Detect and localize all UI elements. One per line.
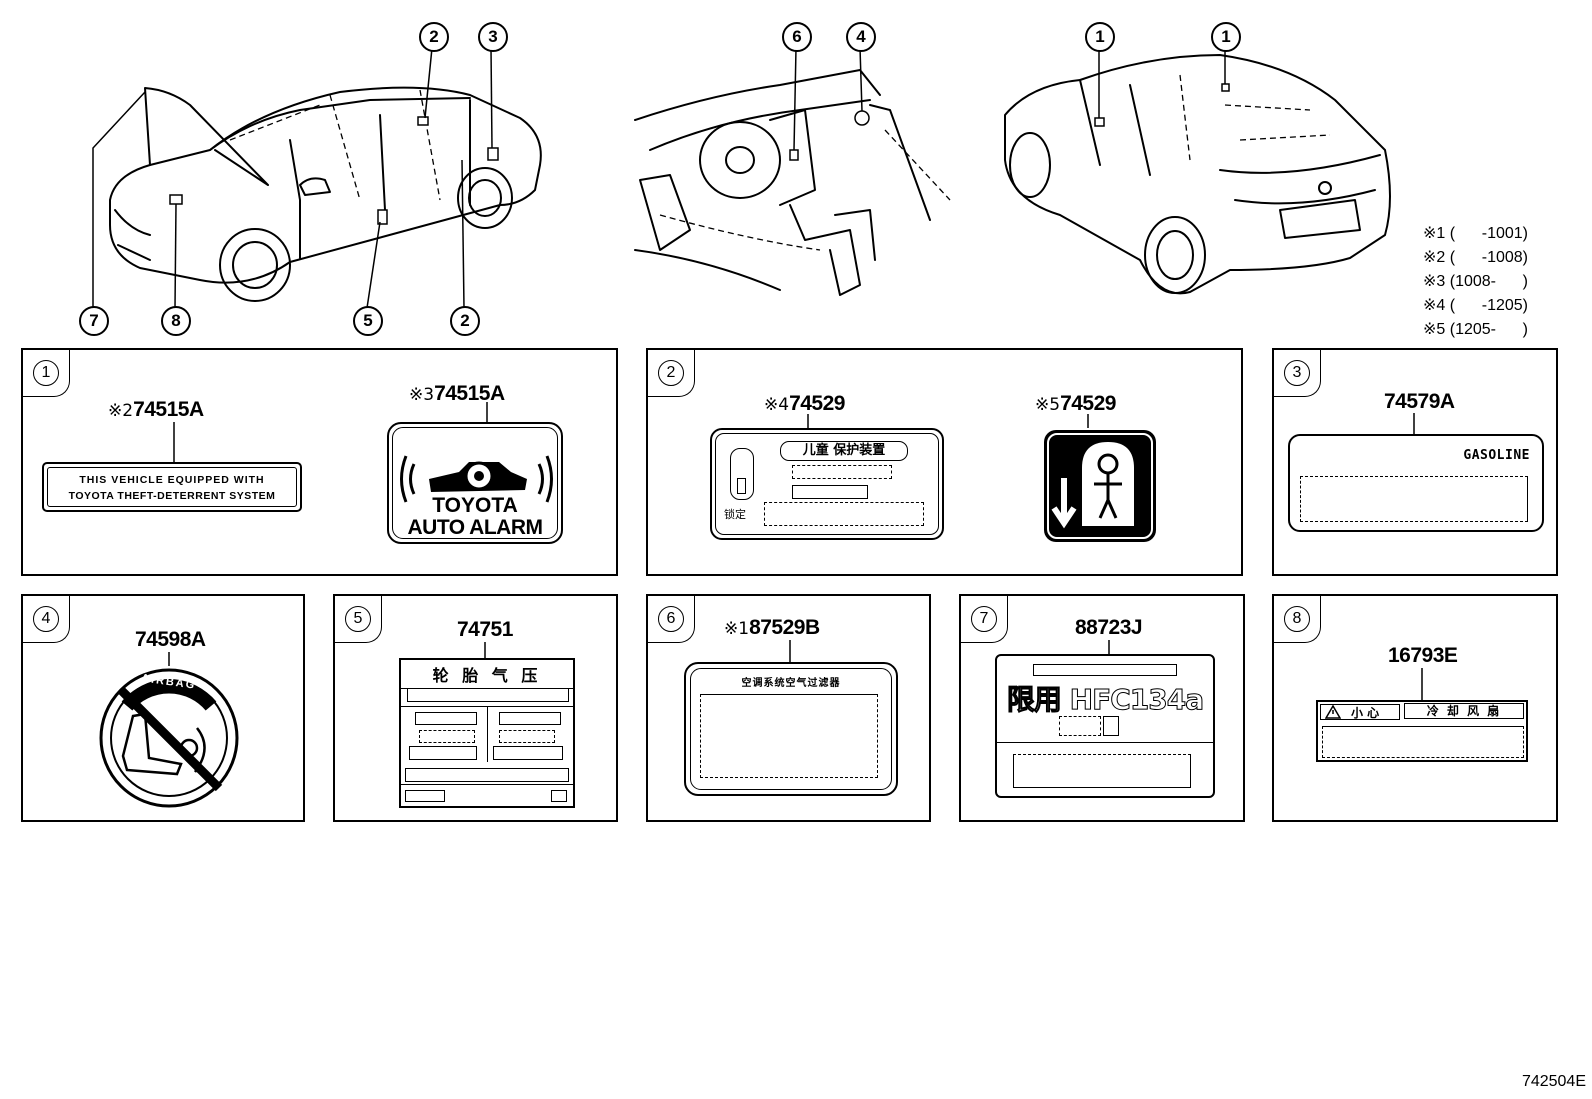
- rear-car-illustration: [1004, 48, 1391, 295]
- legend-line-1: ※1 ( -1001): [1423, 225, 1528, 242]
- panel-7-refrigerant-label: 7 88723J 限用 HFC134a: [959, 594, 1245, 822]
- caution-text: 小 心: [1351, 706, 1380, 720]
- tire-pressure-plate: 轮 胎 气 压: [399, 658, 575, 808]
- interior-illustration: [634, 47, 951, 296]
- legend-line-4: ※4 ( -1205): [1423, 297, 1528, 314]
- cooling-fan-plate: 小 心 冷 却 风 扇: [1316, 700, 1528, 762]
- legend-line-2: ※2 ( -1008): [1423, 249, 1528, 266]
- panel-8-cooling-fan-label: 8 16793E 小 心 冷 却 风 扇: [1272, 594, 1558, 822]
- callout-1-top-a: 1: [1085, 22, 1115, 52]
- refrigerant-text: 限用 HFC134a: [1006, 683, 1204, 717]
- warning-triangle-icon: [1325, 705, 1341, 719]
- front-car-illustration: [92, 47, 542, 309]
- panel-5-number: 5: [345, 606, 371, 632]
- alarm-line-1: TOYOTA: [432, 494, 518, 517]
- panel-5-part-number: 74751: [457, 618, 513, 641]
- plate-line-2: TOYOTA THEFT-DETERRENT SYSTEM: [68, 490, 276, 502]
- auto-alarm-label: TOYOTA AUTO ALARM: [387, 422, 563, 544]
- callout-8-bottom: 8: [161, 306, 191, 336]
- panel-2-left-part-number: 74529: [789, 392, 845, 415]
- panel-5-tire-pressure-label: 5 74751 轮 胎 气 压: [333, 594, 618, 822]
- callout-6-top: 6: [782, 22, 812, 52]
- panel-6-number: 6: [658, 606, 684, 632]
- alarm-line-2: AUTO ALARM: [407, 516, 544, 539]
- panel-7-part-number: 88723J: [1075, 616, 1143, 639]
- callout-1-top-b: 1: [1211, 22, 1241, 52]
- panel-8-number: 8: [1284, 606, 1310, 632]
- child-lock-tag: 儿童 保护装置 锁定: [710, 428, 944, 540]
- tire-pressure-title: 轮 胎 气 压: [401, 662, 573, 689]
- panel-4-part-number: 74598A: [135, 628, 206, 651]
- refrigerant-plate: 限用 HFC134a: [995, 654, 1215, 798]
- panel-6-ac-filter-label: 6 ※187529B 空调系统空气过滤器: [646, 594, 931, 822]
- callout-2-bottom: 2: [450, 306, 480, 336]
- legend-line-5: ※5 (1205- ): [1423, 321, 1528, 338]
- fuel-type-plate: GASOLINE: [1288, 434, 1544, 532]
- ac-filter-plate: 空调系统空气过滤器: [684, 662, 898, 796]
- child-lock-pictogram: [1044, 430, 1156, 542]
- panel-8-part-number: 16793E: [1388, 644, 1458, 667]
- panel-2-number: 2: [658, 360, 684, 386]
- panel-6-part-number: 87529B: [749, 616, 820, 639]
- panel-6-mark: ※1: [724, 619, 750, 639]
- date-legend: ※1 ( -1001) ※2 ( -1008) ※3 (1008- ) ※4 (…: [1423, 222, 1528, 342]
- panel-3-fuel-label: 3 74579A GASOLINE: [1272, 348, 1558, 576]
- callout-5-bottom: 5: [353, 306, 383, 336]
- panel-1-number: 1: [33, 360, 59, 386]
- callout-2-top: 2: [419, 22, 449, 52]
- panel-2-right-part-number: 74529: [1060, 392, 1116, 415]
- figure-id: 742504E: [1521, 1073, 1586, 1090]
- callout-4-top: 4: [846, 22, 876, 52]
- panel-1-right-mark: ※3: [409, 385, 435, 405]
- panel-1-left-mark: ※2: [108, 401, 134, 421]
- panel-3-number: 3: [1284, 360, 1310, 386]
- panel-1-left-part-number: 74515A: [133, 398, 204, 421]
- panel-4-airbag-label: 4 74598A AIRBAG: [21, 594, 305, 822]
- legend-line-3: ※3 (1008- ): [1423, 273, 1528, 290]
- panel-2-left-mark: ※4: [764, 395, 790, 415]
- panel-2-right-mark: ※5: [1035, 395, 1061, 415]
- panel-3-part-number: 74579A: [1384, 390, 1455, 413]
- no-child-seat-airbag-icon: [99, 668, 239, 808]
- callout-7-bottom: 7: [79, 306, 109, 336]
- panel-2-child-lock-labels: 2 ※474529 儿童 保护装置 锁定 ※574529: [646, 348, 1243, 576]
- cooling-fan-text: 冷 却 风 扇: [1404, 703, 1524, 719]
- alarm-car-icon: [400, 455, 553, 503]
- fuel-type-text: GASOLINE: [1463, 448, 1530, 463]
- plate-line-1: THIS VEHICLE EQUIPPED WITH: [79, 474, 265, 486]
- callout-3-top: 3: [478, 22, 508, 52]
- theft-deterrent-plate: THIS VEHICLE EQUIPPED WITH TOYOTA THEFT-…: [42, 462, 302, 512]
- child-lock-tag-title: 儿童 保护装置: [780, 441, 908, 461]
- child-lock-tag-small: 锁定: [724, 508, 746, 521]
- panel-4-number: 4: [33, 606, 59, 632]
- ac-filter-text: 空调系统空气过滤器: [741, 678, 841, 689]
- panel-7-number: 7: [971, 606, 997, 632]
- panel-1-right-part-number: 74515A: [434, 382, 505, 405]
- panel-1-theft-labels: 1 ※274515A THIS VEHICLE EQUIPPED WITH TO…: [21, 348, 618, 576]
